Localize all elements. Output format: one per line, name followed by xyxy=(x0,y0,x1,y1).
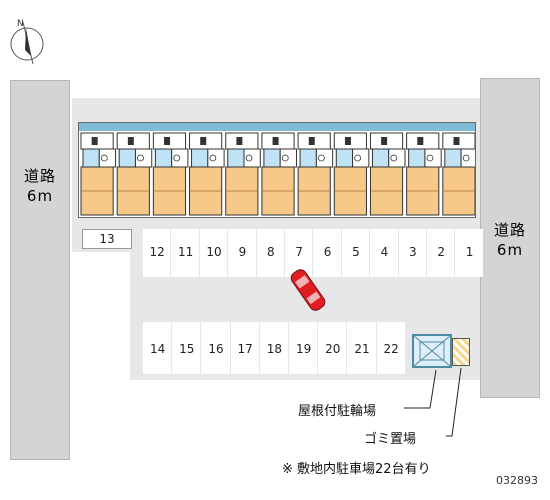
parking-spot-number: 19 xyxy=(295,342,312,356)
road-left-label: 道路 6m xyxy=(10,166,70,206)
apartment-unit xyxy=(80,132,117,216)
road-left-width: 6m xyxy=(26,187,54,205)
parking-spot-20: 20 xyxy=(318,322,347,374)
parking-spot-1: 1 xyxy=(455,229,483,277)
apartment-unit xyxy=(369,132,406,216)
parking-spot-8: 8 xyxy=(256,229,284,277)
parking-spot-number: 20 xyxy=(325,342,341,356)
parking-spot-number: 15 xyxy=(179,342,195,356)
apartment-unit xyxy=(152,132,189,216)
parking-spot-number: 13 xyxy=(99,232,115,246)
parking-spot-15: 15 xyxy=(172,322,201,374)
apartment-unit xyxy=(442,132,475,216)
parking-spot-16: 16 xyxy=(201,322,230,374)
bicycle-parking-label: 屋根付駐輪場 xyxy=(298,404,377,419)
parking-spot-number: 1 xyxy=(465,245,474,259)
parking-spot-5: 5 xyxy=(341,229,370,277)
garbage-area xyxy=(452,338,470,366)
parking-spot-7: 7 xyxy=(285,229,313,277)
parking-spot-number: 17 xyxy=(237,342,253,356)
parking-spot-21: 21 xyxy=(347,322,376,374)
road-right-name: 道路 xyxy=(493,221,526,239)
map-code: 032893 xyxy=(496,474,538,487)
parking-spot-number: 14 xyxy=(149,342,166,356)
parking-spot-9: 9 xyxy=(228,229,256,277)
parking-spot-number: 10 xyxy=(206,245,222,259)
parking-spot-13: 13 xyxy=(82,229,132,249)
parking-spot-number: 3 xyxy=(408,245,417,259)
road-left-name: 道路 xyxy=(23,167,56,185)
apartment-unit xyxy=(406,132,442,216)
bicycle-parking-structure xyxy=(412,334,452,368)
parking-spot-number: 16 xyxy=(208,342,224,356)
parking-spot-number: 5 xyxy=(352,245,360,259)
road-left xyxy=(10,80,70,460)
parking-spot-number: 6 xyxy=(323,245,332,259)
parking-spot-2: 2 xyxy=(427,229,455,277)
parking-spot-14: 14 xyxy=(143,322,172,374)
parking-spot-6: 6 xyxy=(313,229,341,277)
parking-spot-number: 7 xyxy=(295,245,304,259)
parking-spot-3: 3 xyxy=(398,229,426,277)
apartment-unit xyxy=(297,132,334,216)
parking-spot-number: 21 xyxy=(354,342,370,356)
parking-spot-number: 9 xyxy=(238,245,247,259)
garbage-label: ゴミ置場 xyxy=(364,432,417,447)
apartment-unit xyxy=(189,132,225,216)
parking-spot-17: 17 xyxy=(230,322,259,374)
parking-spot-19: 19 xyxy=(289,322,318,374)
north-arrow-icon: N xyxy=(4,16,50,68)
road-right xyxy=(480,78,540,398)
road-right-label: 道路 6m xyxy=(480,220,540,260)
parking-spot-number: 22 xyxy=(383,342,399,356)
apartment-unit xyxy=(116,132,153,216)
parking-spot-number: 12 xyxy=(149,245,165,259)
parking-spot-12: 12 xyxy=(143,229,171,277)
parking-spot-22: 22 xyxy=(376,322,405,374)
parking-spot-number: 2 xyxy=(437,245,446,259)
parking-spot-4: 4 xyxy=(370,229,398,277)
apartment-unit xyxy=(261,132,297,216)
parking-spot-number: 11 xyxy=(177,245,194,259)
parking-spot-number: 8 xyxy=(266,245,275,259)
parking-note: ※ 敷地内駐車場22台有り xyxy=(282,462,431,477)
road-right-width: 6m xyxy=(496,241,524,259)
parking-spot-18: 18 xyxy=(259,322,288,374)
svg-text:N: N xyxy=(17,19,24,29)
floor-plan-drawing xyxy=(79,123,475,216)
apartment-unit xyxy=(333,132,370,216)
parking-spot-11: 11 xyxy=(171,229,199,277)
car-icon xyxy=(288,262,328,318)
parking-spot-number: 18 xyxy=(266,342,283,356)
apartment-building xyxy=(78,122,476,218)
parking-spot-10: 10 xyxy=(199,229,228,277)
parking-spot-number: 4 xyxy=(380,245,389,259)
apartment-unit xyxy=(225,132,261,216)
